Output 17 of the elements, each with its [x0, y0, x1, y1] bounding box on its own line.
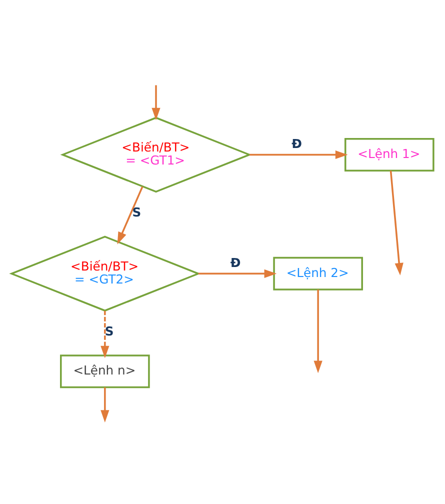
edge-label: Đ: [292, 136, 302, 150]
arrow: [390, 170, 404, 275]
node-box: <Lệnh 2>: [273, 256, 363, 290]
arrow: [100, 310, 110, 358]
node-diamond: <Biến/BT> = <GT1>: [60, 116, 252, 192]
node-box: <Lệnh n>: [60, 354, 150, 388]
arrow: [314, 289, 322, 373]
arrow: [198, 268, 277, 278]
node-box: <Lệnh 1>: [344, 138, 434, 171]
node-diamond: <Biến/BT> = <GT2>: [9, 235, 201, 312]
edge-label: S: [132, 205, 142, 220]
arrow: [250, 150, 348, 159]
arrow: [100, 386, 110, 422]
edge-label: S: [104, 324, 114, 338]
arrow: [152, 84, 160, 120]
arrow: [117, 186, 144, 244]
edge-label: Đ: [230, 255, 241, 270]
